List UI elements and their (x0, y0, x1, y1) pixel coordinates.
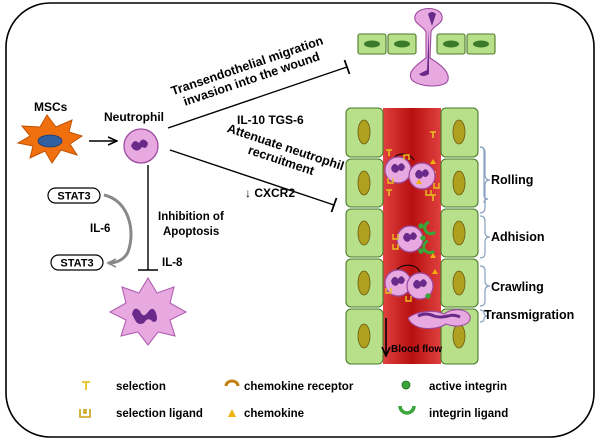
transmigrating-neutrophil-vessel (407, 309, 471, 330)
msc-nucleus (37, 134, 63, 148)
transmigration-inhibition-line (167, 66, 348, 129)
stat3-curved-arrow (103, 193, 133, 263)
chemokine-receptor-icon (224, 379, 240, 387)
rolling-neutrophils (384, 153, 440, 196)
stage-adhesion: Adhision (491, 230, 544, 244)
selection-ligand-icon (79, 409, 91, 418)
transmigrating-neutrophil-top (409, 7, 449, 87)
legend-item-integrin-ligand: integrin ligand (398, 405, 508, 420)
vessel-right-wall (440, 107, 479, 365)
endothelial-strip (357, 33, 496, 55)
stage-transmigration: Transmigration (484, 308, 574, 322)
svg-text:active integrin: active integrin (429, 381, 507, 393)
il10-tgs6-label: IL-10 TGS-6 (237, 113, 304, 127)
adhesion-neutrophil (392, 220, 437, 258)
selection-icon (82, 381, 90, 390)
neutrophil-label: Neutrophil (104, 110, 164, 124)
legend-item-selection: selection (82, 381, 166, 393)
svg-text:integrin ligand: integrin ligand (429, 408, 508, 420)
active-integrin-icon (401, 380, 411, 390)
legend: selection chemokine receptor active inte… (79, 379, 508, 420)
il8-label: IL-8 (162, 257, 183, 269)
apoptotic-neutrophil (108, 276, 188, 346)
stage-rolling: Rolling (491, 173, 533, 187)
mscs-group: MSCs (16, 100, 84, 164)
recruitment-inhibition-bar (330, 197, 338, 213)
svg-text:STAT3: STAT3 (57, 191, 90, 203)
cxcr2-label: ↓ CXCR2 (245, 186, 295, 200)
legend-item-chemokine: chemokine (228, 408, 304, 420)
il6-label: IL-6 (90, 223, 110, 235)
neutrophil-nucleus (131, 139, 148, 151)
mscs-label: MSCs (34, 100, 68, 114)
legend-item-chemokine-receptor: chemokine receptor (224, 379, 354, 393)
legend-item-active-integrin: active integrin (401, 380, 507, 393)
svg-text:selection ligand: selection ligand (116, 408, 203, 420)
stat3-top: STAT3 (47, 187, 101, 204)
integrin-ligand-icon (398, 405, 416, 415)
svg-text:chemokine receptor: chemokine receptor (244, 381, 354, 393)
svg-text:STAT3: STAT3 (60, 258, 93, 270)
recruitment-inhibition-line (169, 149, 335, 206)
transmigration-inhibition-bar (343, 59, 351, 75)
stage-brackets (479, 146, 491, 323)
apoptosis-label-2: Apoptosis (163, 226, 219, 238)
stage-crawling: Crawling (491, 280, 544, 294)
apoptosis-label-1: Inhibition of (158, 211, 224, 223)
crawling-neutrophils (384, 264, 438, 302)
neutrophil-group: Neutrophil (104, 110, 164, 164)
legend-item-selection-ligand: selection ligand (79, 408, 203, 420)
vessel-left-wall (345, 107, 384, 365)
chemokine-icon (228, 409, 236, 417)
stat3-bottom: STAT3 (50, 254, 104, 271)
svg-text:chemokine: chemokine (244, 408, 304, 420)
blood-flow-label: Blood flow (391, 344, 442, 355)
svg-text:selection: selection (116, 381, 166, 393)
